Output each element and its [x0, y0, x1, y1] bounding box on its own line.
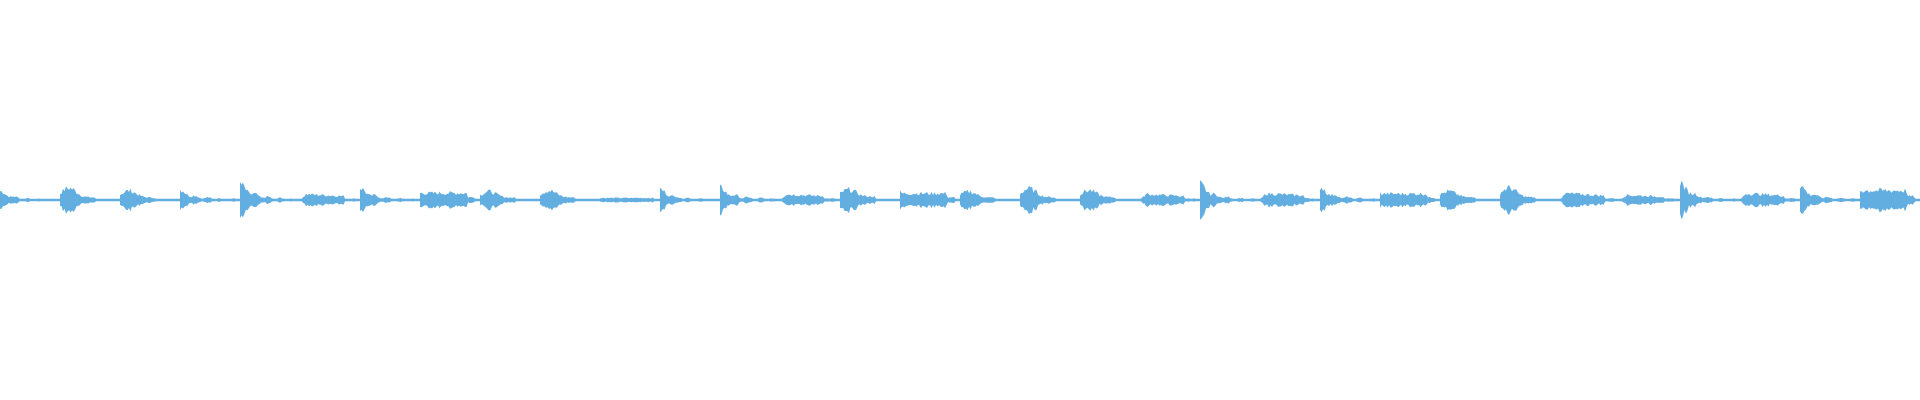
waveform-shape-group: [0, 180, 1920, 220]
waveform-baseline: [0, 199, 1920, 201]
